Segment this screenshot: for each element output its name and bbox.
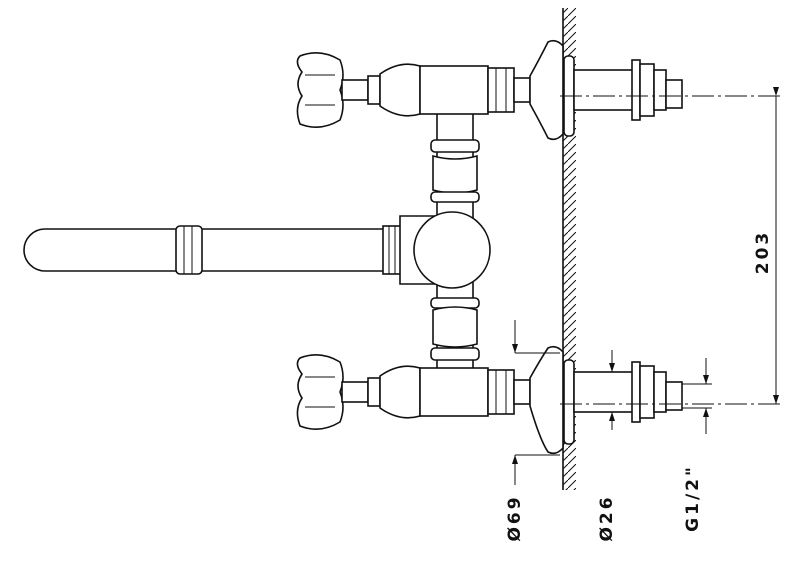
dim-rosette-diameter: Ø69 xyxy=(505,494,525,541)
lower-valve xyxy=(296,345,683,455)
spout xyxy=(23,225,402,275)
dimension-lines xyxy=(512,87,779,485)
mixer-body xyxy=(399,109,491,391)
centerlines xyxy=(560,95,780,405)
dim-center-distance: 203 xyxy=(753,230,773,275)
dim-thread: G1/2" xyxy=(683,464,703,532)
upper-valve xyxy=(296,39,683,141)
dim-pipe-diameter: Ø26 xyxy=(597,494,617,541)
